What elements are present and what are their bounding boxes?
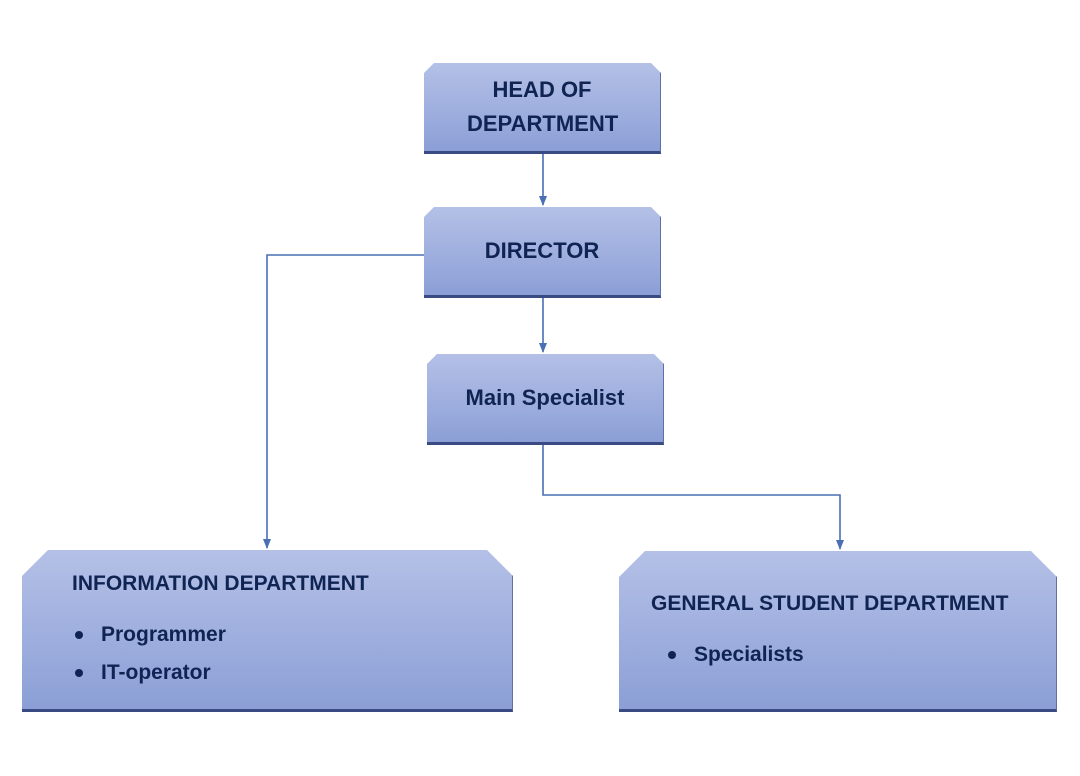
- head-of-department-label: HEAD OF DEPARTMENT: [467, 77, 619, 136]
- main-specialist-label: Main Specialist: [465, 385, 625, 410]
- connector-main-specialist-to-general-student-department: [542, 445, 844, 550]
- information-department-list: Programmer IT-operator: [73, 616, 226, 692]
- general-student-department-box: GENERAL STUDENT DEPARTMENT Specialists: [619, 551, 1057, 712]
- connector-director-to-information-department: [263, 254, 424, 549]
- general-student-department-list: Specialists: [666, 636, 804, 674]
- information-department-title: INFORMATION DEPARTMENT: [72, 572, 369, 595]
- information-department-box: INFORMATION DEPARTMENT Programmer IT-ope…: [22, 550, 513, 712]
- list-item-specialists: Specialists: [666, 636, 804, 674]
- director-box: DIRECTOR: [424, 207, 661, 298]
- list-item-programmer: Programmer: [73, 616, 226, 654]
- head-of-department-box: HEAD OF DEPARTMENT: [424, 63, 661, 154]
- list-item-it-operator: IT-operator: [73, 654, 226, 692]
- main-specialist-box: Main Specialist: [427, 354, 664, 445]
- general-student-department-title: GENERAL STUDENT DEPARTMENT: [651, 592, 1009, 615]
- director-label: DIRECTOR: [484, 238, 600, 263]
